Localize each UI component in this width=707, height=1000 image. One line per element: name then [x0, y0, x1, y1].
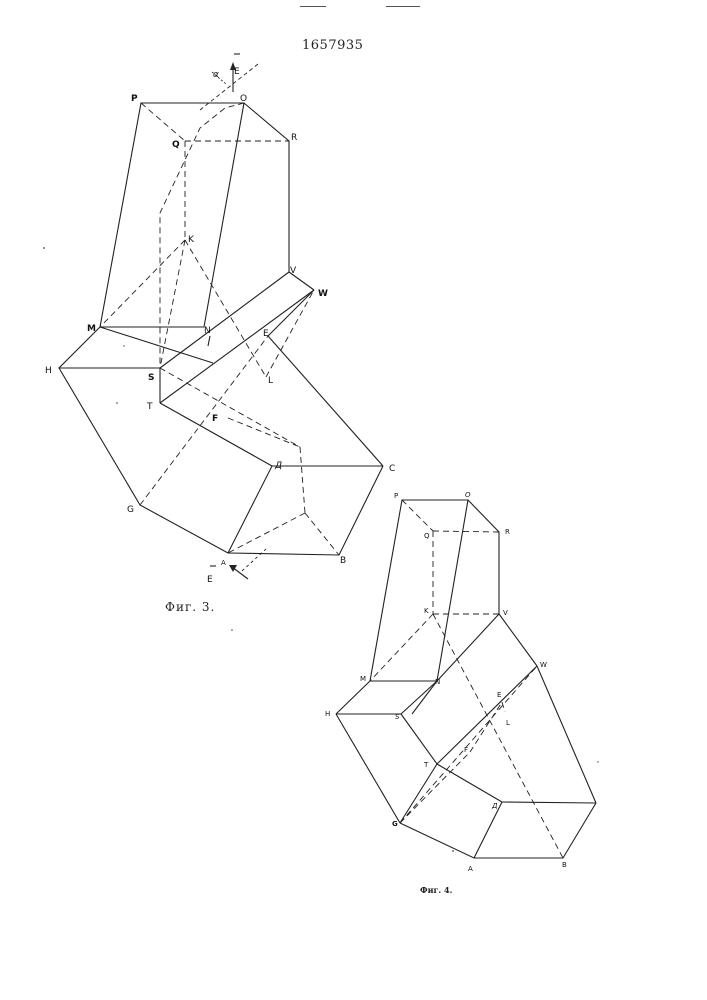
- fig3-label-L: L: [268, 376, 273, 386]
- fig3-label-W: W: [318, 289, 328, 299]
- figure-3-caption: Фиг. 3.: [165, 600, 215, 614]
- fig4-label-H: H: [325, 710, 330, 718]
- fig3-vector-E-bottom: E: [207, 575, 213, 585]
- figure-4-solid-edges: [336, 500, 596, 858]
- fig3-label-K: K: [188, 235, 195, 245]
- fig3-label-C: C: [389, 464, 395, 474]
- figure-3: [59, 54, 383, 579]
- fig3-label-F: F: [212, 414, 218, 424]
- figure-4-labels: P O Q R K V W M N E L H S T F Д G A B: [325, 491, 567, 873]
- fig4-label-Q: Q: [424, 532, 430, 540]
- fig3-label-P: P: [131, 94, 138, 104]
- fig3-label-N: N: [204, 326, 211, 336]
- fig3-angle-alpha: α: [213, 70, 219, 80]
- fig3-label-G: G: [127, 505, 134, 515]
- fig3-label-S: S: [148, 373, 154, 383]
- fig4-label-O: O: [465, 491, 471, 499]
- fig4-label-M: M: [360, 675, 366, 683]
- fig3-label-M: M: [87, 324, 96, 334]
- fig4-label-V: V: [503, 609, 508, 617]
- figure-3-hidden-edges: [100, 103, 383, 555]
- fig3-label-E: E: [263, 329, 269, 339]
- fig3-label-D: Д: [274, 461, 282, 471]
- fig4-label-A: A: [468, 865, 473, 873]
- figure-4-caption: Фиг. 4.: [420, 885, 452, 895]
- fig4-label-E: E: [497, 691, 501, 699]
- fig3-vector-E-top: E: [234, 67, 240, 77]
- fig4-label-D: Д: [491, 802, 498, 810]
- figure-3-labels: P O Q R K V W M N E H S L T F Д C G A B …: [45, 67, 395, 585]
- figure-4: [336, 500, 596, 858]
- fig3-label-B: B: [340, 556, 346, 566]
- fig4-label-W: W: [540, 661, 547, 669]
- fig4-label-T: T: [423, 761, 429, 769]
- figure-3-solid-edges: [59, 103, 383, 555]
- fig3-label-O: O: [240, 94, 247, 104]
- fig3-label-R: R: [291, 133, 297, 143]
- fig4-label-L: L: [506, 719, 510, 727]
- fig4-label-G: G: [392, 820, 398, 828]
- fig3-label-A: A: [221, 559, 226, 567]
- fig3-label-V: V: [290, 266, 297, 276]
- figure-3-field-vector-top: [200, 54, 258, 110]
- fig4-label-S: S: [395, 713, 400, 721]
- fig4-label-B: B: [562, 861, 567, 869]
- fig4-label-R: R: [505, 528, 510, 536]
- fig4-label-F: F: [464, 746, 468, 754]
- fig4-label-K: K: [424, 607, 429, 615]
- fig3-label-H: H: [45, 366, 52, 376]
- fig3-label-Q: Q: [172, 140, 180, 150]
- fig4-label-N: N: [435, 678, 440, 686]
- scan-specks: [43, 247, 599, 852]
- fig4-label-P: P: [394, 492, 398, 500]
- figure-4-hidden-edges: [370, 500, 563, 858]
- fig3-label-T: T: [146, 402, 153, 412]
